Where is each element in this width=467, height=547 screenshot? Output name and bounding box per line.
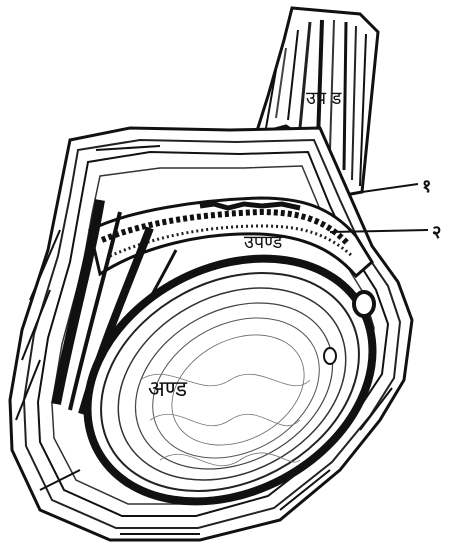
spermatic-cord-label: उप ड xyxy=(306,88,342,109)
pointer-1-label: १ xyxy=(422,176,431,197)
pointer-2-label: २ xyxy=(432,222,441,243)
testis-label: अण्ड xyxy=(148,377,187,402)
epididymis-label: उपण्ड xyxy=(244,232,283,253)
